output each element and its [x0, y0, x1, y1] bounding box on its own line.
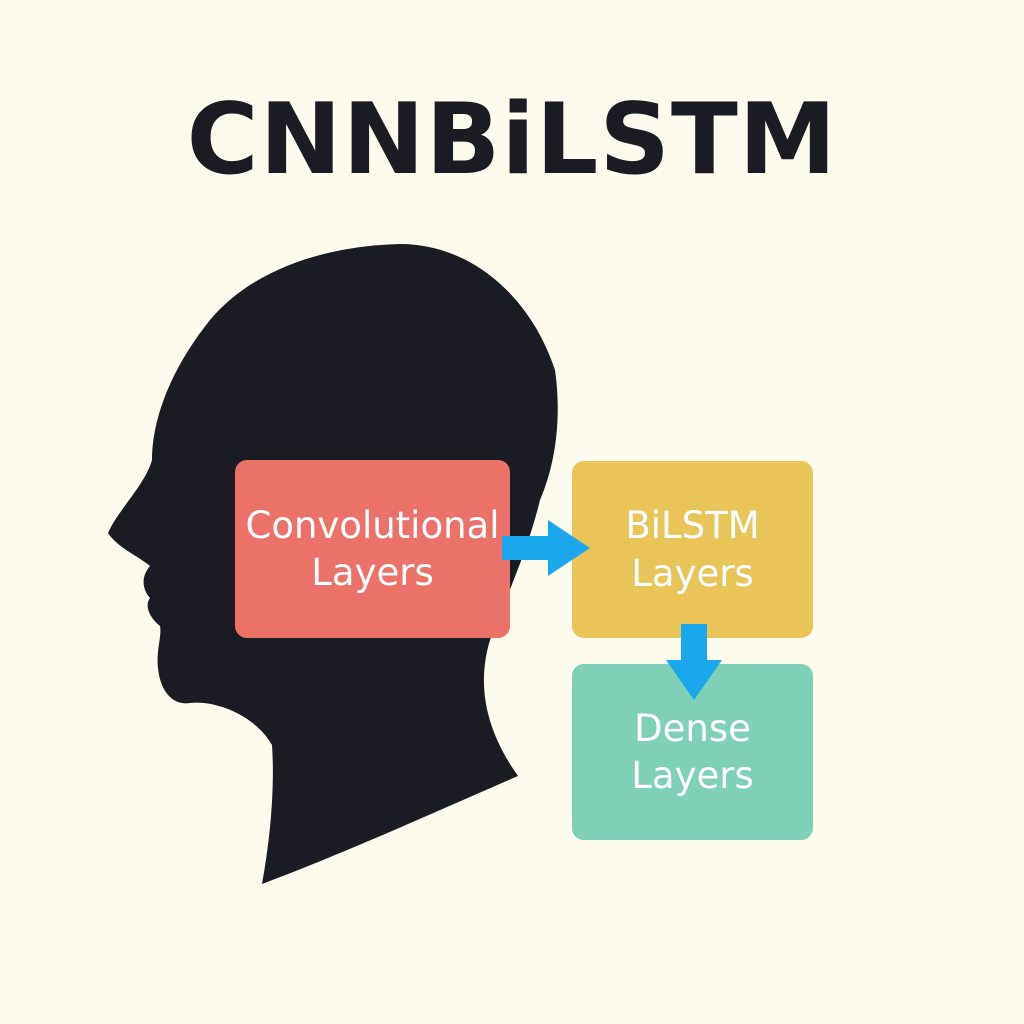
bilstm-layers-line1: BiLSTM [625, 504, 760, 548]
bilstm-layers-line2: Layers [631, 551, 754, 595]
dense-layers-box: Dense Layers [572, 664, 813, 840]
convolutional-layers-line1: Convolutional [245, 503, 500, 547]
dense-layers-line1: Dense [634, 706, 751, 750]
dense-layers-line2: Layers [631, 754, 754, 797]
convolutional-layers-box: Convolutional Layers [235, 460, 510, 638]
diagram-title: CNNBiLSTM [186, 83, 838, 197]
convolutional-layers-line2: Layers [311, 551, 434, 594]
bilstm-layers-box: BiLSTM Layers [572, 461, 813, 638]
